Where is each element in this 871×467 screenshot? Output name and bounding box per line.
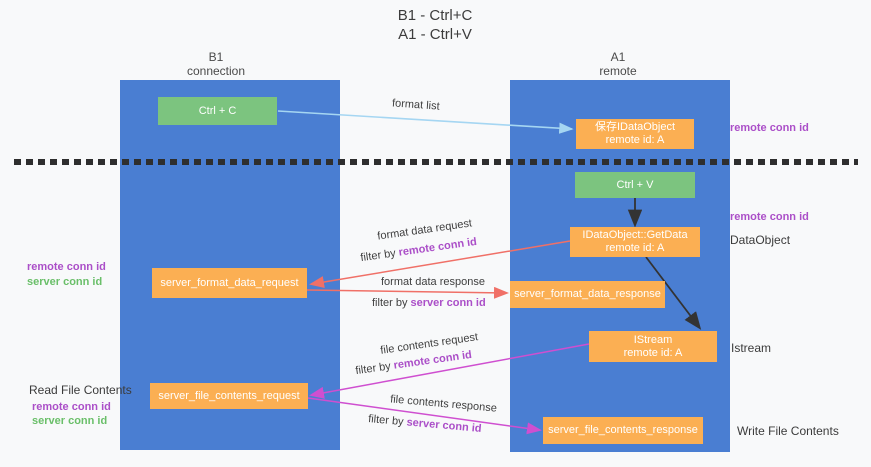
lane-a1-role: remote (599, 64, 637, 78)
lane-header-a1: A1 remote (553, 50, 683, 78)
node-ctrl-c-label: Ctrl + C (198, 104, 237, 117)
label-write-file-contents: Write File Contents (737, 424, 839, 438)
label-server-conn-id-left-1: server conn id (27, 276, 103, 288)
title-line-1: B1 - Ctrl+C (397, 7, 473, 24)
node-istream-line2: remote id: A (623, 346, 683, 359)
label-istream: Istream (731, 341, 772, 355)
node-server-file-contents-request: server_file_contents_request (150, 383, 308, 409)
title-line-2: A1 - Ctrl+V (398, 26, 472, 43)
node-istream-line1: IStream (633, 333, 673, 346)
file-contents-request-arrow (309, 343, 590, 399)
copy-paste-separator-line (14, 159, 858, 165)
format-data-request-arrow (309, 240, 571, 288)
label-filter-by-server-1: filter by server conn id (372, 297, 486, 309)
node-ctrl-c: Ctrl + C (158, 97, 277, 125)
label-format-data-response: format data response (381, 276, 485, 288)
node-format-response-label: server_format_data_response (514, 288, 661, 300)
node-file-request-label: server_file_contents_request (158, 389, 300, 402)
filter-by-text: filter by (372, 297, 411, 309)
server-conn-id-text: server conn id (410, 297, 486, 309)
node-getdata-line1: IDataObject::GetData (582, 229, 688, 241)
node-save-idataobject: 保存IDataObject remote id: A (576, 119, 694, 149)
label-server-conn-id-left-2: server conn id (32, 415, 108, 427)
label-remote-conn-id-right-2: remote conn id (730, 211, 809, 223)
format-data-response-arrow (306, 286, 509, 299)
format-list-arrow (277, 110, 574, 134)
getdata-to-istream-arrow (645, 256, 702, 330)
lane-b1-role: connection (186, 64, 246, 78)
label-remote-conn-id-left-1: remote conn id (27, 261, 106, 273)
label-read-file-contents: Read File Contents (29, 383, 132, 397)
node-file-response-label: server_file_contents_response (548, 424, 698, 436)
node-ctrl-v-label: Ctrl + V (616, 178, 654, 191)
lane-header-b1: B1 connection (151, 50, 281, 78)
node-server-file-contents-response: server_file_contents_response (543, 417, 703, 444)
lane-b1-name: B1 (208, 50, 224, 64)
node-server-format-data-response: server_format_data_response (510, 281, 665, 308)
file-contents-response-arrow (307, 397, 542, 435)
node-save-idataobject-line1: 保存IDataObject (594, 121, 676, 133)
label-remote-conn-id-right-1: remote conn id (730, 122, 809, 134)
lane-a1-name: A1 (610, 50, 626, 64)
node-format-request-label: server_format_data_request (160, 276, 299, 289)
node-ctrl-v: Ctrl + V (575, 172, 695, 198)
node-server-format-data-request: server_format_data_request (152, 268, 307, 298)
node-getdata-line2: remote id: A (605, 242, 665, 254)
node-save-idataobject-line2: remote id: A (605, 134, 665, 146)
node-istream: IStream remote id: A (589, 331, 717, 362)
node-idataobject-getdata: IDataObject::GetData remote id: A (570, 227, 700, 257)
label-remote-conn-id-left-2: remote conn id (32, 401, 111, 413)
diagram-title: B1 - Ctrl+C A1 - Ctrl+V (330, 6, 540, 44)
label-dataobject: DataObject (730, 233, 791, 247)
